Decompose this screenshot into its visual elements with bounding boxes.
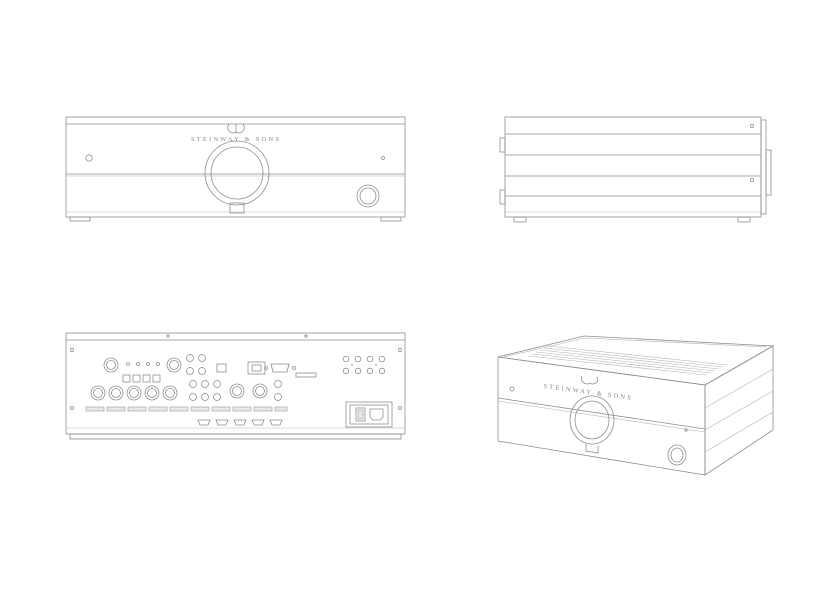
rear-view [65, 332, 406, 440]
front-brand-label: STEINWAY & SONS [191, 136, 281, 143]
perspective-view: STEINWAY & SONS [497, 335, 775, 476]
ethernet-port-icon [247, 361, 266, 375]
vent-grille [527, 345, 728, 376]
perspective-volume-knob-icon [667, 444, 687, 466]
xlr-connector-icon [103, 357, 182, 373]
lyre-logo-icon [227, 123, 245, 134]
front-indicator-left-icon [85, 154, 93, 162]
front-view: STEINWAY & SONS [65, 116, 406, 222]
speaker-terminal-icon [342, 355, 386, 375]
perspective-brand-label: STEINWAY & SONS [543, 383, 633, 402]
power-inlet-icon [345, 401, 393, 428]
rca-block-icon [189, 380, 221, 401]
xlr-balanced-out-icon [229, 383, 268, 399]
front-display-ring-icon [204, 140, 270, 214]
serial-port-icon [264, 363, 296, 373]
perspective-display-ring-icon [569, 395, 615, 454]
sd-slot-icon [295, 372, 317, 378]
network-port-icon [122, 374, 161, 383]
trigger-jack-icon [126, 362, 160, 366]
front-volume-knob-icon [356, 184, 380, 208]
front-indicator-right-icon [381, 156, 385, 160]
rca-connector-icon [186, 354, 206, 375]
side-view [499, 116, 772, 223]
xlr-output-icon [90, 385, 178, 401]
perspective-lyre-logo-icon [580, 375, 599, 385]
hdmi-port-icon [197, 419, 283, 426]
label-strip [85, 406, 288, 412]
usb-port-icon [216, 363, 227, 373]
